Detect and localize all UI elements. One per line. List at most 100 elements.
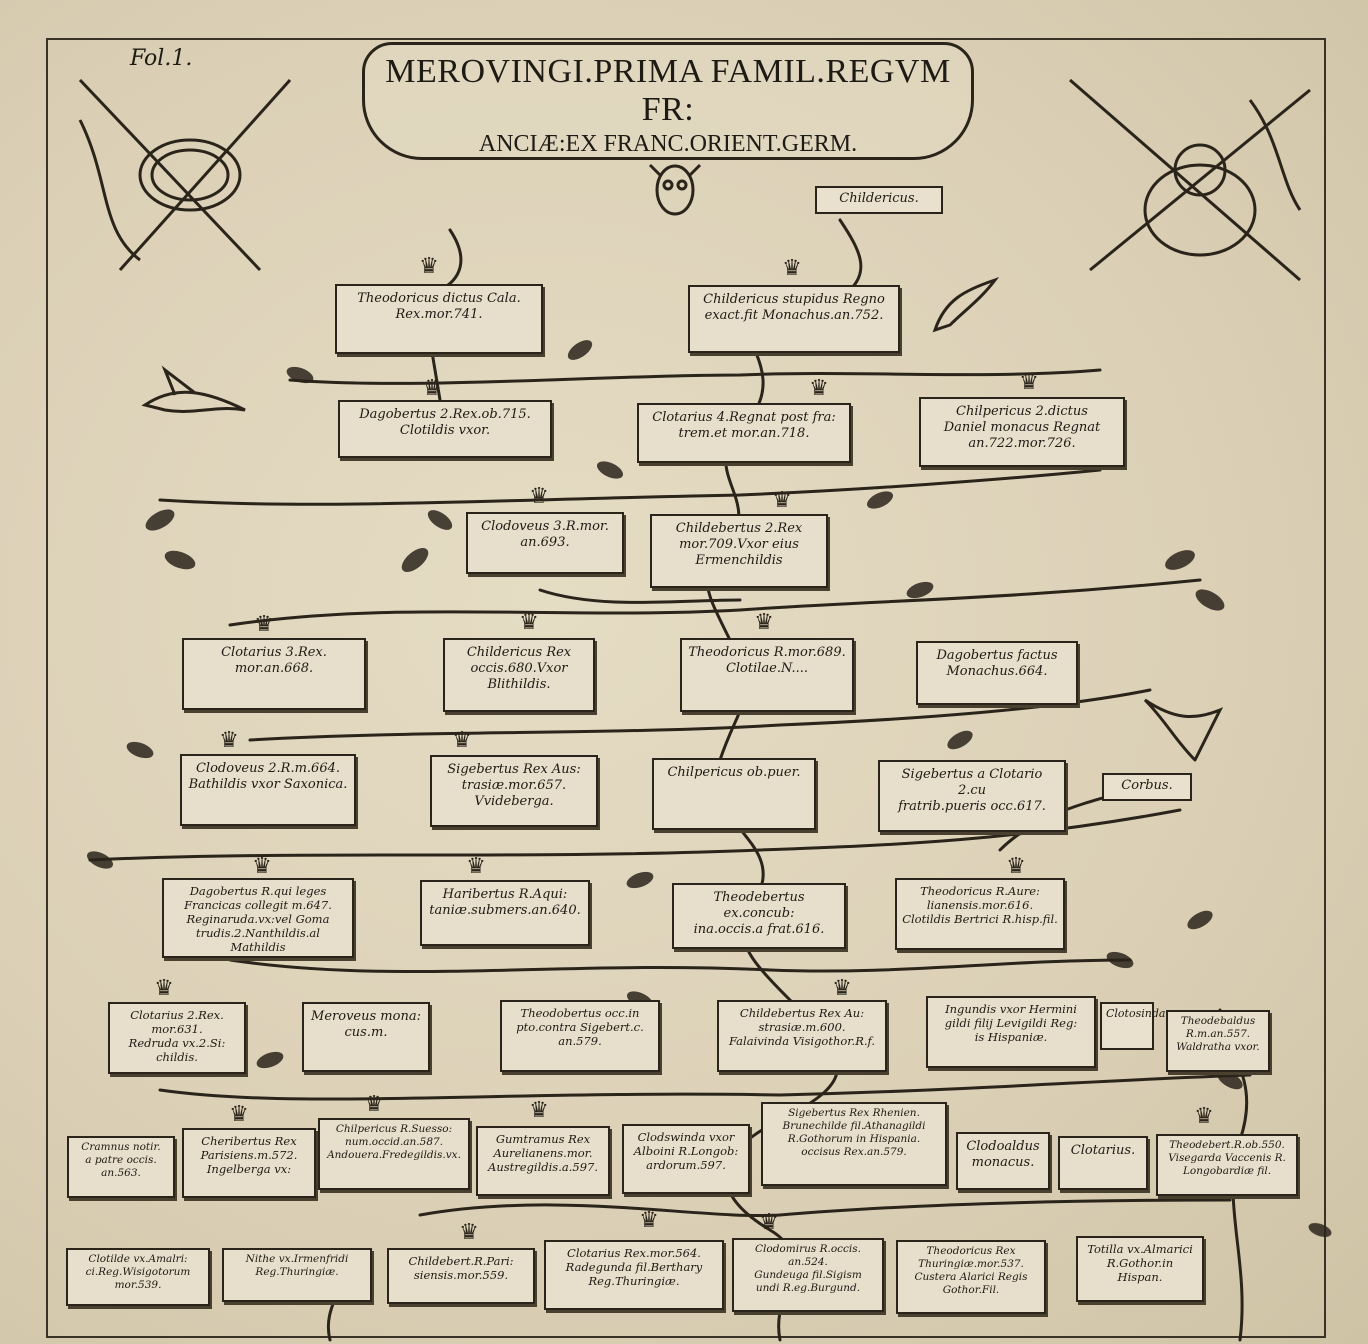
node-line: occisus Rex.an.579. [801, 1146, 907, 1158]
node-line: Reg.Thuringiæ. [255, 1266, 339, 1278]
banner-childericus: Childericus. [815, 186, 943, 214]
node-line: Ingundis vxor Hermini [945, 1002, 1077, 1016]
node-line: Monachus.664. [946, 664, 1048, 679]
node-line: an.563. [101, 1167, 141, 1179]
node-line: trem.et mor.an.718. [678, 426, 810, 441]
node-line: Clotildis Bertrici R.hisp.fil. [902, 912, 1058, 926]
crown-icon: ♛ [452, 728, 472, 753]
node-line: mor.631. [151, 1022, 203, 1036]
node-line: cus.m. [344, 1025, 388, 1040]
node-line: Haribertus R.Aqui: [442, 887, 568, 902]
node-line: is Hispaniæ. [974, 1030, 1048, 1044]
node-line: Alboini R.Longob: [633, 1144, 739, 1158]
node-line: Childebert.R.Pari: [408, 1254, 514, 1268]
node-line: R.Gothor.in Hispan. [1106, 1256, 1174, 1284]
node-line: num.occid.an.587. [344, 1136, 444, 1148]
node-chilpericus-puer: Chilpericus ob.puer. [652, 758, 816, 830]
node-line: Dagobertus factus [936, 648, 1058, 663]
node-line: strasiæ.m.600. [758, 1020, 846, 1034]
node-line: R.Gothorum in Hispania. [787, 1133, 921, 1145]
bird-icon [925, 270, 1005, 340]
node-line: Brunechilde fil.Athanagildi [782, 1120, 926, 1132]
node-line: an.722.mor.726. [968, 436, 1076, 451]
node-line: gildi filij Levigildi Reg: [944, 1016, 1078, 1030]
node-theodoricus-689: Theodoricus R.mor.689.Clotilae.N.... [680, 638, 854, 712]
node-theodoricus-cala: Theodoricus dictus Cala.Rex.mor.741. [335, 284, 543, 354]
node-line: Clotarius. [1070, 1143, 1136, 1158]
node-line: Clodswinda vxor [637, 1130, 735, 1144]
title-line-2: ANCIÆ:EX FRANC.ORIENT.GERM. [478, 131, 858, 157]
node-clodoveus-3: Clodoveus 3.R.mor.an.693. [466, 512, 624, 574]
node-line: R.m.an.557. [1185, 1028, 1251, 1040]
crown-icon: ♛ [466, 854, 486, 879]
node-line: monacus. [971, 1155, 1035, 1170]
node-line: Redruda vx.2.Si: [128, 1036, 226, 1050]
node-line: Theodoricus R.Aure: [920, 884, 1040, 898]
node-line: ci.Reg.Wisigotorum [85, 1266, 191, 1278]
node-line: Clotarius 3.Rex. [221, 645, 327, 660]
node-line: Vvideberga. [474, 794, 554, 809]
node-line: a patre occis. [85, 1154, 157, 1166]
skull-icon [645, 150, 705, 230]
node-line: Clotilde vx.Amalri: [88, 1253, 188, 1265]
node-line: Childericus stupidus Regno [703, 292, 885, 307]
crown-icon: ♛ [772, 488, 792, 513]
node-line: an.579. [558, 1034, 602, 1048]
node-line: Francicas collegit m.647. [184, 898, 332, 912]
node-line: Gothor.Fil. [942, 1284, 1000, 1296]
node-line: Chilpericus 2.dictus [956, 404, 1088, 419]
node-line: trasiæ.mor.657. [461, 778, 567, 793]
bird-icon [1135, 690, 1225, 770]
node-line: Theodoricus R.mor.689. [688, 645, 846, 660]
crown-icon: ♛ [422, 376, 442, 401]
node-line: Clotarius Rex.mor.564. [567, 1246, 701, 1260]
node-line: Austregildis.a.597. [488, 1160, 598, 1174]
node-line: Theodebert.R.ob.550. [1169, 1139, 1285, 1151]
trophy-of-arms-icon [1050, 60, 1320, 300]
bird-icon [135, 365, 255, 425]
node-dagobertus-2: Dagobertus 2.Rex.ob.715.Clotildis vxor. [338, 400, 552, 458]
node-line: Bathildis vxor Saxonica. [188, 777, 348, 792]
node-line: Sigebertus Rex Rhenien. [788, 1107, 920, 1119]
node-line: childis. [156, 1050, 198, 1064]
node-line: Theodebaldus [1180, 1015, 1256, 1027]
title-cartouche: MEROVINGI.PRIMA FAMIL.REGVM FR: ANCIÆ:EX… [362, 42, 974, 160]
crown-icon: ♛ [529, 484, 549, 509]
node-line: Clodoveus 2.R.m.664. [195, 761, 341, 776]
crown-icon: ♛ [809, 376, 829, 401]
node-line: Theodebertus ex.concub: [713, 890, 805, 921]
node-clotarius-2: Clotarius 2.Rex.mor.631.Redruda vx.2.Si:… [108, 1002, 246, 1074]
node-line: Clodomirus R.occis. [755, 1243, 861, 1255]
node-line: Parisiens.m.572. [200, 1148, 298, 1162]
node-sigebertus-rhenien: Sigebertus Rex Rhenien.Brunechilde fil.A… [761, 1102, 947, 1186]
node-clodomirus: Clodomirus R.occis.an.524.Gundeuga fil.S… [732, 1238, 884, 1312]
node-line: Gundeuga fil.Sigism [754, 1269, 862, 1281]
crown-icon: ♛ [529, 1098, 549, 1123]
node-line: Clotilae.N.... [725, 661, 809, 676]
node-line: trudis.2.Nanthildis.al Mathildis [196, 926, 320, 954]
node-theodebertus-616: Theodebertus ex.concub:ina.occis.a frat.… [672, 883, 846, 949]
crown-icon: ♛ [759, 1210, 779, 1235]
node-sigebertus-austrasiae: Sigebertus Rex Aus:trasiæ.mor.657.Vvideb… [430, 755, 598, 827]
folio-number: Fol.1. [130, 46, 193, 71]
node-line: undi R.eg.Burgund. [755, 1282, 861, 1294]
node-cramnus: Cramnus notir.a patre occis.an.563. [67, 1136, 175, 1198]
node-line: Custera Alarici Regis [914, 1271, 1028, 1283]
node-line: Daniel monacus Regnat [943, 420, 1101, 435]
node-clotarius: Clotarius. [1058, 1136, 1148, 1190]
node-line: taniæ.submers.an.640. [429, 903, 581, 918]
node-line: Dagobertus R.qui leges [189, 884, 327, 898]
node-childebert-parisiensis: Childebert.R.Pari:siensis.mor.559. [387, 1248, 535, 1304]
